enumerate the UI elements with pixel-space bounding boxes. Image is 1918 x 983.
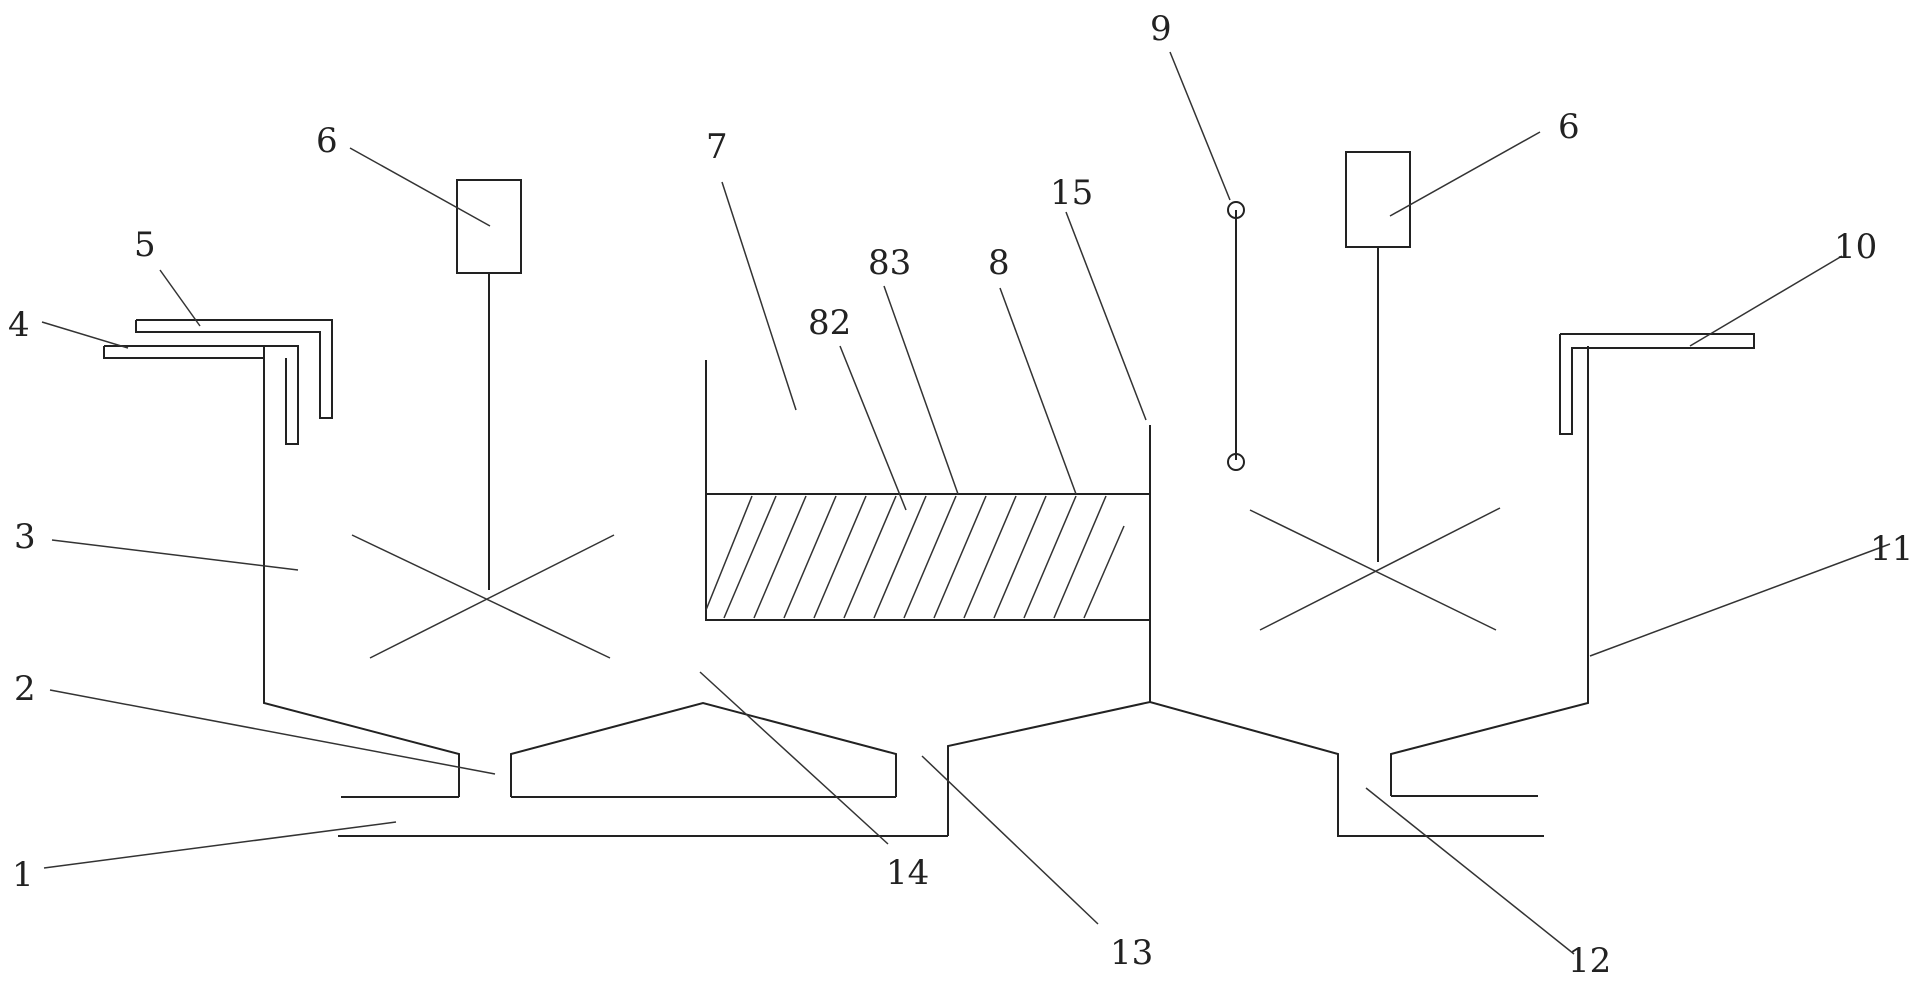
label-10: 10 (1834, 227, 1877, 267)
reference-numerals: 1 2 3 4 5 6 6 7 8 82 83 9 10 11 12 13 14… (8, 9, 1913, 981)
left-motor (456, 179, 522, 274)
left-inlet-pipes (103, 319, 333, 445)
label-6-right: 6 (1558, 107, 1580, 147)
vessel-outline (263, 346, 1589, 836)
right-inlet-pipe (1559, 333, 1755, 435)
label-4: 4 (8, 305, 30, 345)
label-15: 15 (1050, 173, 1093, 213)
label-6-left: 6 (316, 121, 338, 161)
leader-6a (349, 147, 491, 227)
leader-15 (1065, 211, 1147, 421)
right-stirrer (1249, 151, 1501, 631)
leader-12 (1365, 787, 1575, 955)
label-12: 12 (1568, 941, 1611, 981)
label-1: 1 (12, 855, 34, 895)
leader-14 (699, 671, 889, 845)
label-11: 11 (1870, 529, 1913, 569)
leader-4 (41, 321, 129, 349)
leader-7 (721, 181, 797, 411)
leader-lines (41, 51, 1891, 955)
leader-83 (883, 285, 959, 495)
leader-5 (159, 269, 201, 327)
label-5: 5 (134, 225, 156, 265)
leader-1 (43, 821, 397, 869)
right-outlet (1337, 795, 1544, 837)
label-83: 83 (868, 243, 911, 283)
leader-13 (921, 755, 1099, 925)
leader-8 (999, 287, 1077, 495)
leader-10 (1689, 255, 1843, 347)
leader-2 (49, 689, 496, 775)
filter-layer (705, 493, 1151, 621)
leader-9 (1169, 51, 1231, 201)
leader-6b (1389, 131, 1541, 217)
left-stirrer (351, 179, 615, 659)
label-14: 14 (886, 853, 929, 893)
bottom-channel (338, 796, 948, 837)
leader-3 (51, 539, 299, 571)
label-9: 9 (1150, 9, 1172, 49)
level-gauge (1227, 201, 1245, 471)
label-13: 13 (1110, 933, 1153, 973)
label-8: 8 (988, 243, 1010, 283)
label-3: 3 (14, 517, 36, 557)
right-motor (1345, 151, 1411, 248)
label-82: 82 (808, 303, 851, 343)
label-2: 2 (14, 669, 36, 709)
leader-82 (839, 345, 907, 511)
leader-11 (1589, 543, 1891, 657)
label-7: 7 (706, 127, 728, 167)
